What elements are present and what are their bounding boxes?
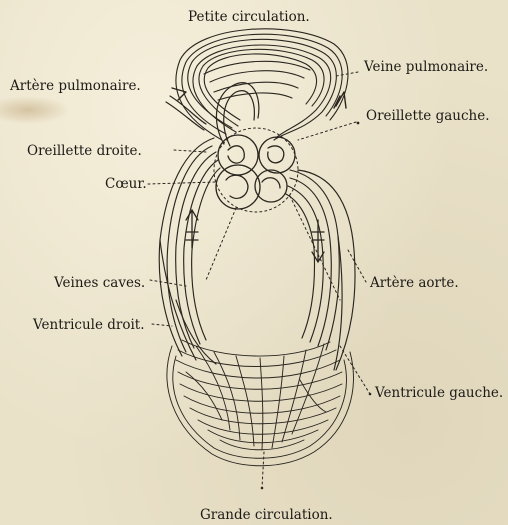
label-coeur: Cœur. bbox=[105, 176, 147, 192]
label-veine-pulmonaire: Veine pulmonaire. bbox=[364, 59, 488, 75]
label-dots bbox=[261, 122, 372, 490]
label-veines-caves: Veines caves. bbox=[54, 275, 145, 291]
systemic-arrows bbox=[186, 210, 324, 262]
label-oreillette-gauche: Oreillette gauche. bbox=[366, 108, 490, 124]
label-oreillette-droite: Oreillette droite. bbox=[27, 143, 142, 159]
label-artere-aorte: Artère aorte. bbox=[370, 275, 459, 291]
label-ventricule-gauche: Ventricule gauche. bbox=[375, 385, 503, 401]
label-artere-pulmonaire: Artère pulmonaire. bbox=[10, 78, 141, 94]
heart bbox=[214, 128, 298, 212]
venous-vessels bbox=[159, 138, 220, 364]
arterial-vessels bbox=[286, 170, 355, 370]
label-grande-circulation: Grande circulation. bbox=[200, 507, 333, 523]
guide-lines bbox=[148, 72, 370, 488]
pulmonary-loop bbox=[176, 29, 348, 140]
label-petite-circulation: Petite circulation. bbox=[188, 9, 310, 25]
label-ventricule-droit: Ventricule droit. bbox=[33, 317, 145, 333]
